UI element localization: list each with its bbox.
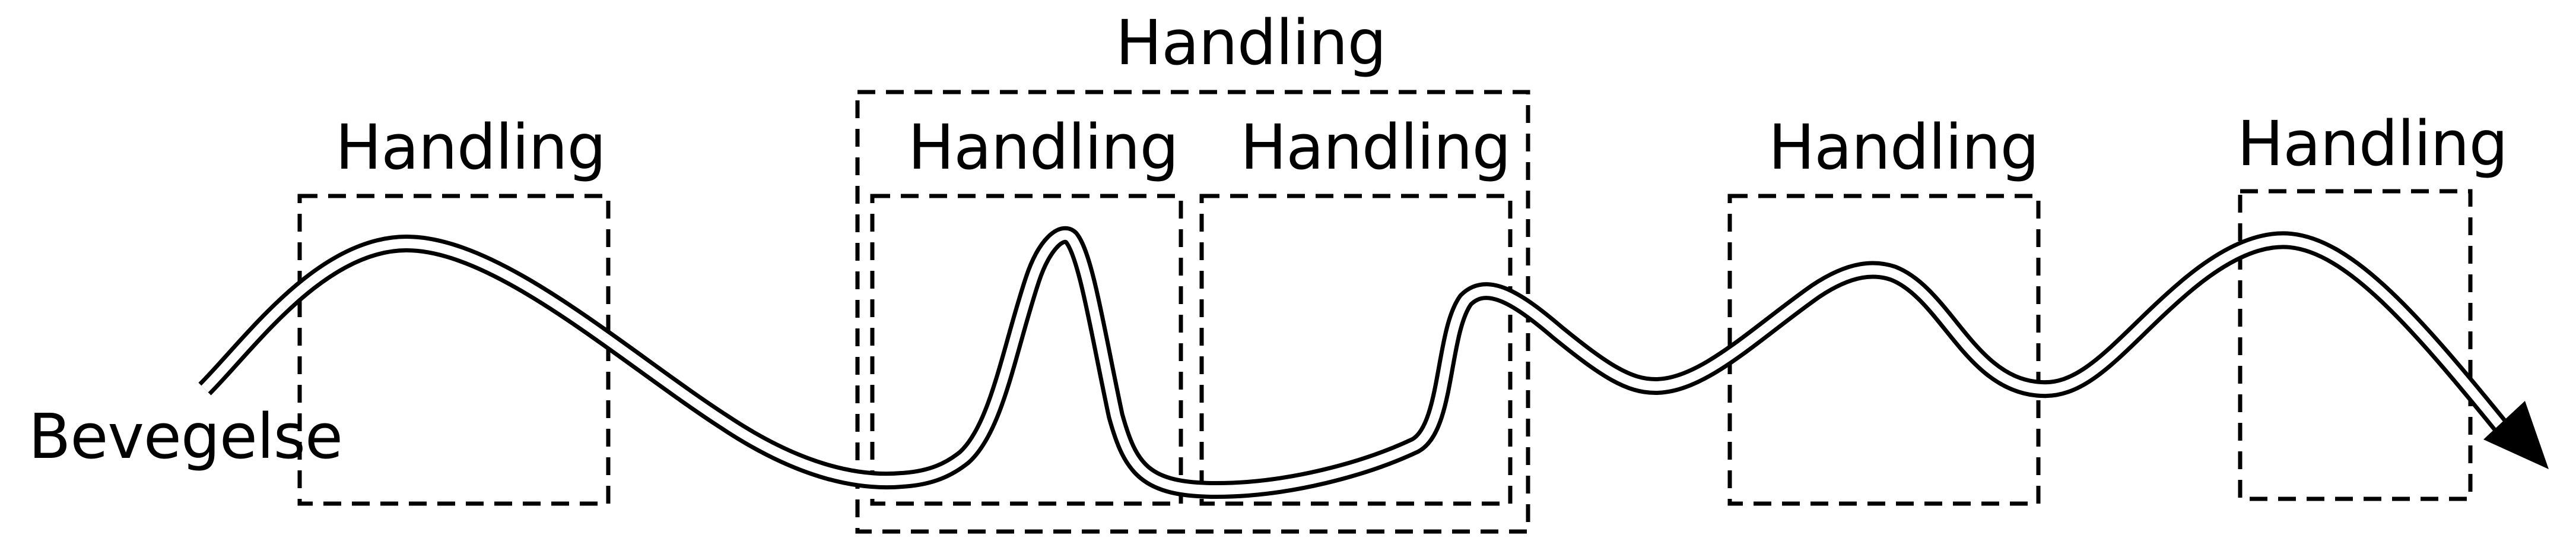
handling-1-label: Handling bbox=[335, 111, 606, 184]
handling-3-box bbox=[1199, 194, 1513, 506]
handling-5-label: Handling bbox=[2237, 107, 2508, 180]
handling-4-box bbox=[1727, 194, 2041, 506]
movement-wave-core bbox=[201, 230, 2508, 495]
handling-1-box bbox=[297, 194, 611, 506]
movement-wave bbox=[198, 226, 2549, 499]
movement-wave-outline bbox=[198, 226, 2511, 499]
arrowhead-icon bbox=[2483, 401, 2549, 469]
handling-3-label: Handling bbox=[1240, 111, 1511, 184]
handling-2-label: Handling bbox=[908, 111, 1179, 184]
handling-4-label: Handling bbox=[1768, 111, 2040, 184]
handling-5-box bbox=[2238, 189, 2473, 501]
movement-label: Bevegelse bbox=[28, 400, 343, 473]
handling-2-box bbox=[870, 194, 1183, 506]
handling-outer-label: Handling bbox=[1116, 7, 1387, 79]
